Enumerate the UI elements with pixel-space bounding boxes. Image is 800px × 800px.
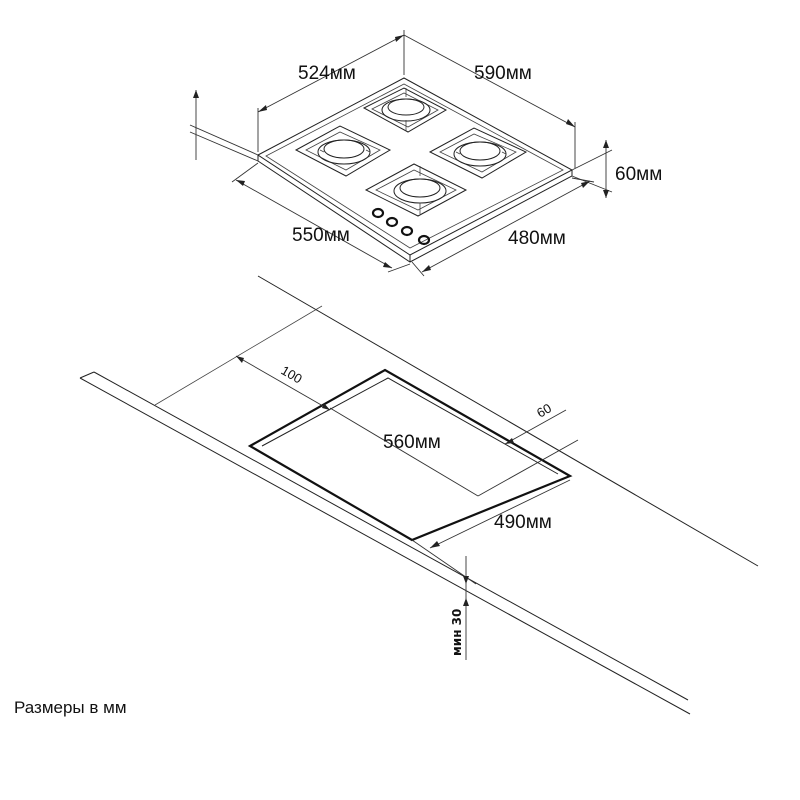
depth-top-label: 524мм bbox=[298, 63, 356, 84]
units-note: Размеры в мм bbox=[14, 698, 127, 717]
dimension-560: 560мм bbox=[329, 407, 579, 497]
depth-bottom-label: 480мм bbox=[508, 228, 566, 249]
burner-back bbox=[362, 87, 448, 133]
dimension-60: 60мм bbox=[571, 140, 662, 198]
hob-drawing: 524мм 590мм 60мм bbox=[189, 30, 662, 277]
left-height-markers bbox=[189, 90, 259, 162]
dimension-524: 524мм bbox=[257, 30, 405, 152]
knob-icon bbox=[371, 207, 385, 219]
dimension-480: 480мм bbox=[411, 177, 595, 277]
knob-icon bbox=[400, 225, 414, 237]
knob-icon bbox=[417, 234, 431, 246]
dimension-490: 490мм bbox=[411, 479, 571, 585]
width-bottom-label: 550мм bbox=[292, 225, 350, 246]
dimension-590: 590мм bbox=[403, 34, 576, 168]
dimension-100: 100 bbox=[235, 355, 331, 411]
dimension-60-offset: 60 bbox=[504, 400, 567, 445]
burner-left bbox=[294, 125, 392, 177]
control-knobs bbox=[371, 207, 431, 246]
height-label: 60мм bbox=[615, 164, 662, 185]
width-top-label: 590мм bbox=[474, 63, 532, 84]
dimension-min-30: мин 30 bbox=[450, 556, 469, 660]
burner-right bbox=[428, 127, 528, 179]
cutout-opening bbox=[247, 368, 573, 542]
front-offset-label: 60 bbox=[534, 400, 554, 420]
worktop-drawing: 100 60 560мм 490мм мин 30 bbox=[79, 275, 759, 715]
burner-front bbox=[364, 163, 468, 217]
worktop-back-edge bbox=[257, 275, 759, 567]
min-thickness-label: мин 30 bbox=[450, 609, 464, 656]
dimension-550: 550мм bbox=[231, 162, 411, 273]
cutout-depth-label: 490мм bbox=[494, 512, 552, 533]
knob-icon bbox=[385, 216, 399, 228]
worktop-front-edge bbox=[79, 377, 691, 715]
cutout-width-label: 560мм bbox=[383, 432, 441, 453]
